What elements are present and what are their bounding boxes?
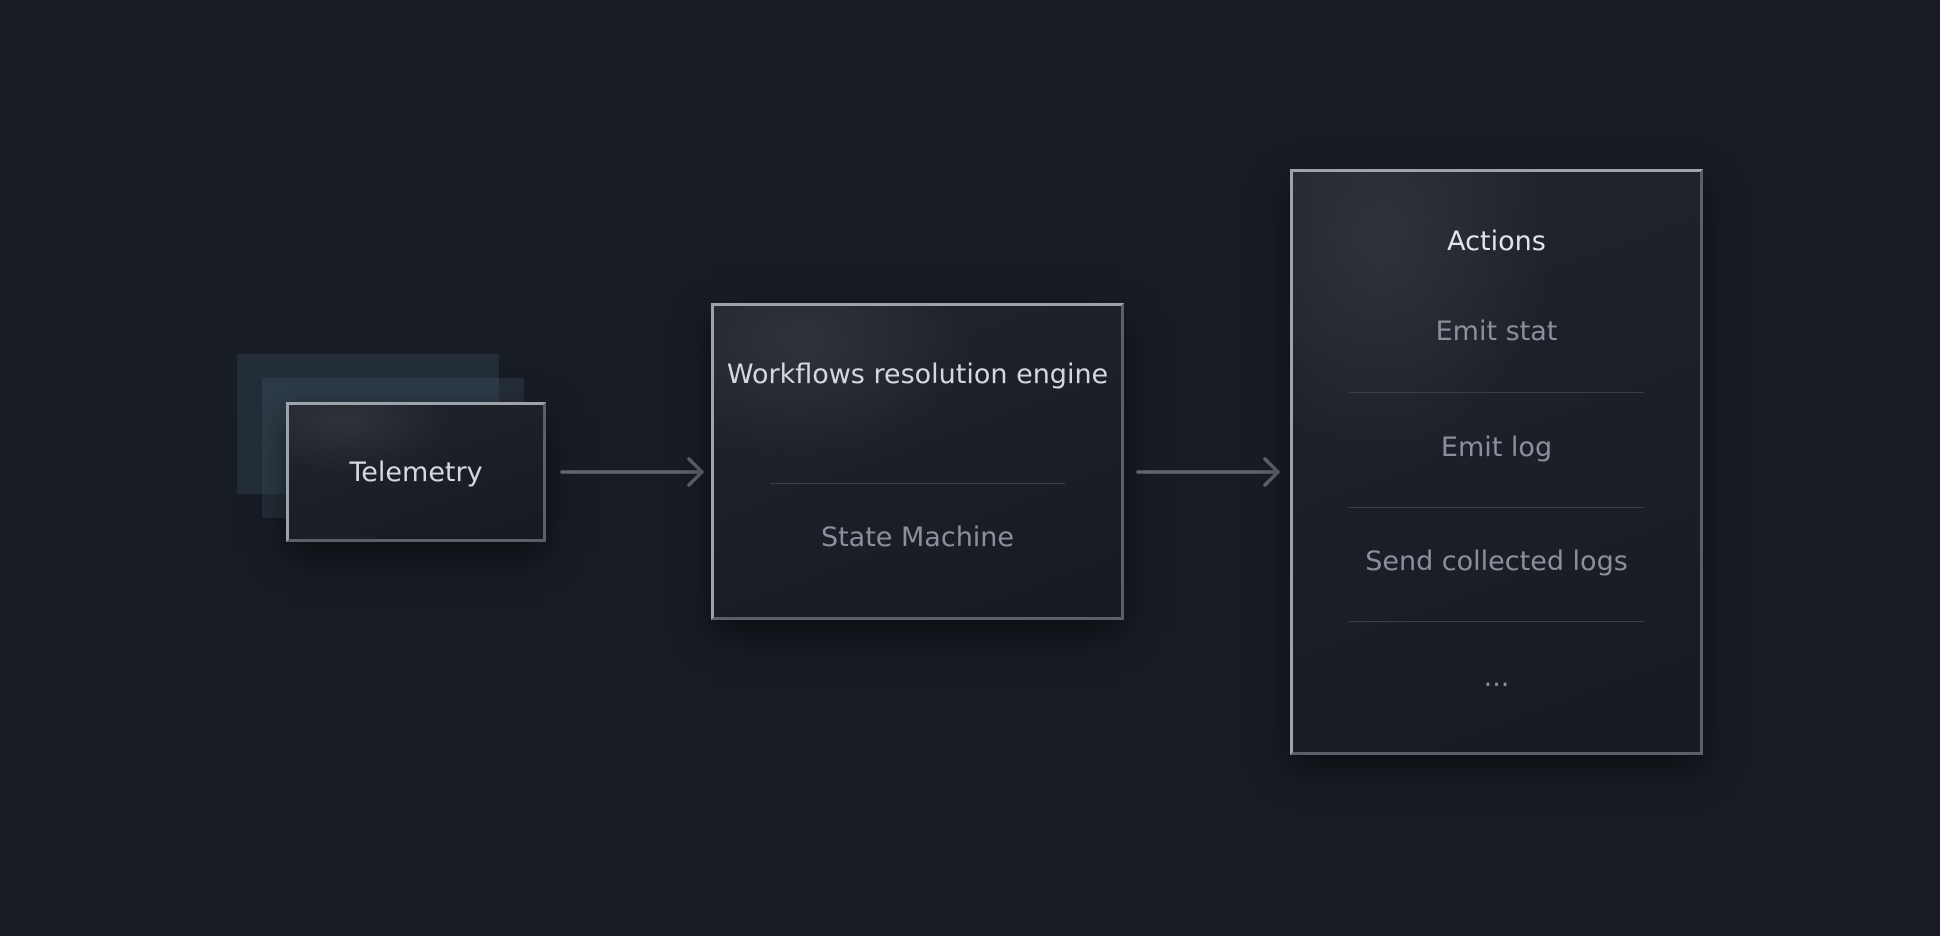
engine-title: Workflows resolution engine <box>726 359 1109 390</box>
actions-divider <box>1349 507 1644 508</box>
telemetry-node: Telemetry <box>286 402 546 542</box>
actions-divider <box>1349 621 1644 622</box>
action-item-emit-log: Emit log <box>1440 432 1553 463</box>
action-item-send-collected-logs: Send collected logs <box>1365 546 1628 577</box>
actions-divider <box>1349 392 1644 393</box>
arrow-engine-to-actions <box>1136 457 1280 487</box>
engine-subtitle: State Machine <box>820 522 1015 553</box>
engine-divider <box>770 483 1065 484</box>
telemetry-label: Telemetry <box>349 456 483 488</box>
action-item-ellipsis: ... <box>1483 662 1510 693</box>
action-item-emit-stat: Emit stat <box>1435 316 1558 347</box>
arrow-telemetry-to-engine <box>560 457 704 487</box>
actions-title: Actions <box>1447 226 1546 257</box>
actions-node: Actions Emit stat Emit log Send collecte… <box>1290 169 1703 755</box>
engine-node: Workflows resolution engine State Machin… <box>711 303 1124 620</box>
